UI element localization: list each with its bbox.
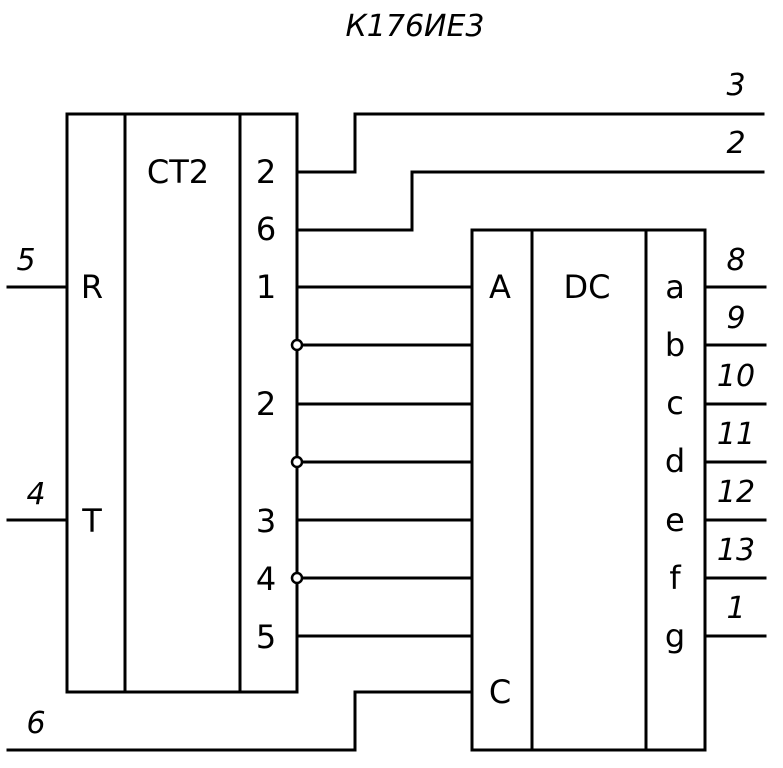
counter-output-label: 4 <box>256 560 276 598</box>
decoder-output-label: f <box>669 559 681 597</box>
counter-output-label: 2 <box>256 385 276 423</box>
pin-number-carry-2: 2 <box>726 126 745 161</box>
pin-number-segment: 13 <box>717 533 755 568</box>
inversion-circle <box>290 455 304 469</box>
decoder-input-c-label: C <box>489 673 511 711</box>
pin-number-t: 4 <box>26 477 45 512</box>
decoder-output-label: c <box>666 384 684 422</box>
decoder-c-wire: 6 <box>6 690 474 752</box>
chip-title: К176ИЕ3 <box>345 9 484 44</box>
decoder-output-label: a <box>665 268 685 306</box>
decoder-output-label: d <box>665 442 685 480</box>
pin-number-segment: 9 <box>726 301 745 336</box>
counter-input-wires: 5 4 <box>6 243 69 522</box>
decoder-label: DC <box>564 268 611 306</box>
pin-number-r: 5 <box>16 243 35 278</box>
decoder-block: DC A C a b c d e f g <box>470 228 707 752</box>
inversion-circle <box>290 338 304 352</box>
pin-number-segment: 11 <box>717 417 755 452</box>
carry-output-wires: 3 2 <box>295 68 765 232</box>
counter-output-label: 6 <box>256 210 276 248</box>
decoder-outline <box>470 228 707 752</box>
counter-label: CT2 <box>147 153 209 191</box>
pin-number-segment: 1 <box>726 591 745 626</box>
pin-number-segment: 10 <box>717 359 755 394</box>
counter-output-label: 5 <box>256 618 276 656</box>
counter-input-r-label: R <box>81 268 103 306</box>
counter-output-label: 2 <box>256 153 276 191</box>
decoder-output-label: e <box>665 501 685 539</box>
counter-input-t-label: T <box>81 502 102 540</box>
decoder-output-label: g <box>665 617 685 655</box>
decoder-output-label: b <box>665 326 685 364</box>
counter-output-label: 1 <box>256 268 276 306</box>
wire-decoder-c <box>6 690 474 752</box>
inversion-circle <box>290 571 304 585</box>
wire-carry-2 <box>295 170 765 232</box>
bus-wires <box>290 285 474 638</box>
counter-block: CT2 R T 2 6 1 2 3 4 5 <box>65 112 299 694</box>
decoder-input-a-label: A <box>489 268 511 306</box>
counter-output-label: 3 <box>256 502 276 540</box>
pin-number-carry-3: 3 <box>726 68 745 103</box>
wire-carry-3 <box>295 112 765 174</box>
pin-number-decoder-c: 6 <box>26 706 45 741</box>
pin-number-segment: 8 <box>726 243 745 278</box>
decoder-output-wires: 8 9 10 11 12 13 1 <box>703 243 767 638</box>
pin-number-segment: 12 <box>717 475 755 510</box>
